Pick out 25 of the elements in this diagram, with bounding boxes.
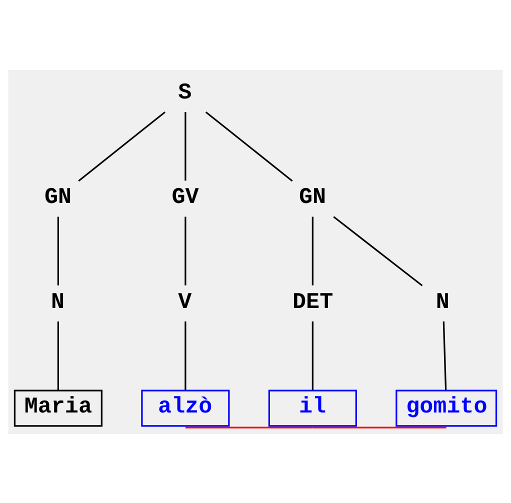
- node-text: DET: [292, 288, 334, 314]
- connector: [312, 320, 314, 390]
- connector: [312, 216, 314, 285]
- connector: [184, 320, 186, 390]
- node-box: alzò: [141, 389, 230, 426]
- connector: [205, 110, 293, 182]
- connector: [442, 320, 447, 390]
- node-text: GV: [172, 184, 199, 210]
- node-text: GN: [298, 184, 326, 210]
- node-box: Maria: [14, 389, 102, 426]
- node-text: N: [50, 288, 64, 314]
- node-text: V: [178, 288, 192, 314]
- node-box: il: [268, 389, 357, 426]
- connector: [185, 426, 313, 428]
- connector: [312, 426, 446, 428]
- node-text: S: [178, 79, 192, 106]
- connector: [184, 112, 186, 180]
- connector: [57, 216, 59, 285]
- connector: [57, 320, 59, 390]
- connector: [78, 110, 166, 182]
- node-text: N: [436, 288, 450, 314]
- node-text: GN: [44, 184, 72, 210]
- connector: [333, 216, 423, 286]
- connector: [184, 216, 186, 285]
- node-box: gomito: [396, 389, 498, 426]
